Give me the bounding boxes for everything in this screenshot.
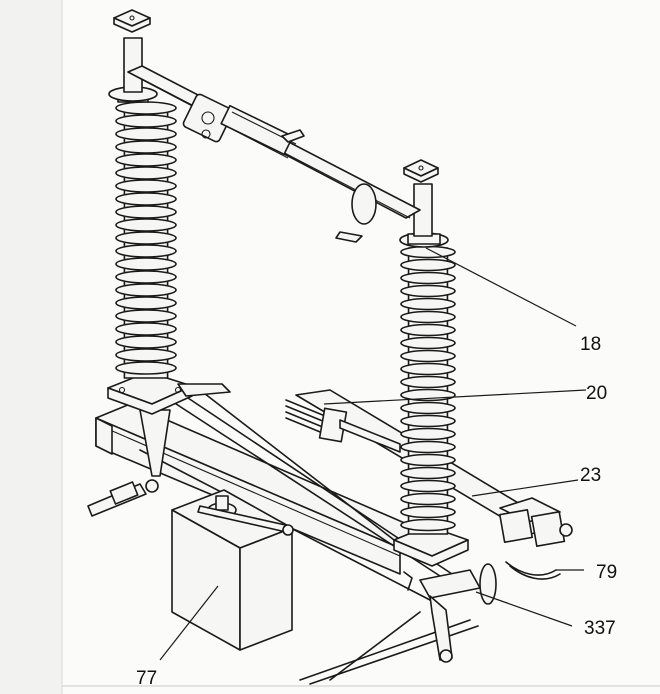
insulator-shed [115,101,177,115]
insulator-shed [115,270,177,284]
insulator-shed [115,218,177,232]
insulator-shed [400,284,456,298]
insulator-shed [400,427,456,441]
insulator-shed [400,375,456,389]
insulator-shed [115,231,177,245]
insulator-shed [115,192,177,206]
insulator-shed [115,296,177,310]
insulator-shed [400,297,456,311]
insulator-shed [400,518,456,532]
conductor-tube [127,65,421,243]
insulator-shed [400,258,456,272]
callout-23: 23 [580,465,601,486]
leader-lines [159,247,587,661]
insulator-shed [400,440,456,454]
insulator-shed [400,310,456,324]
insulator-shed [400,271,456,285]
insulator-shed [115,114,177,128]
insulator-shed [400,349,456,363]
callout-18: 18 [580,334,601,355]
insulator-shed [400,492,456,506]
insulator-shed [115,361,177,375]
left-post-insulator [107,9,231,415]
insulator-shed [115,244,177,258]
insulator-shed [400,414,456,428]
callout-337: 337 [584,618,616,639]
insulator-shed [400,362,456,376]
callout-79: 79 [596,562,617,583]
insulator-shed [115,309,177,323]
insulator-shed [400,479,456,493]
insulator-shed [115,153,177,167]
insulator-shed [400,336,456,350]
motor-box [171,489,294,651]
insulator-shed [400,245,456,259]
callout-20: 20 [586,383,607,404]
callout-77: 77 [136,668,157,689]
insulator-shed [400,466,456,480]
insulator-shed [400,453,456,467]
insulator-shed [115,179,177,193]
actuator-assembly [498,497,573,580]
insulator-shed [115,127,177,141]
insulator-shed [115,335,177,349]
insulator-shed [400,401,456,415]
insulator-shed [115,283,177,297]
insulator-shed [400,323,456,337]
insulator-shed [115,166,177,180]
insulator-shed [115,257,177,271]
drive-crank [403,563,497,663]
right-post-insulator [393,159,469,567]
earthing-contact [285,399,401,453]
insulator-shed [115,205,177,219]
insulator-shed [115,322,177,336]
insulator-shed [400,505,456,519]
insulator-shed [115,140,177,154]
insulator-shed [115,348,177,362]
